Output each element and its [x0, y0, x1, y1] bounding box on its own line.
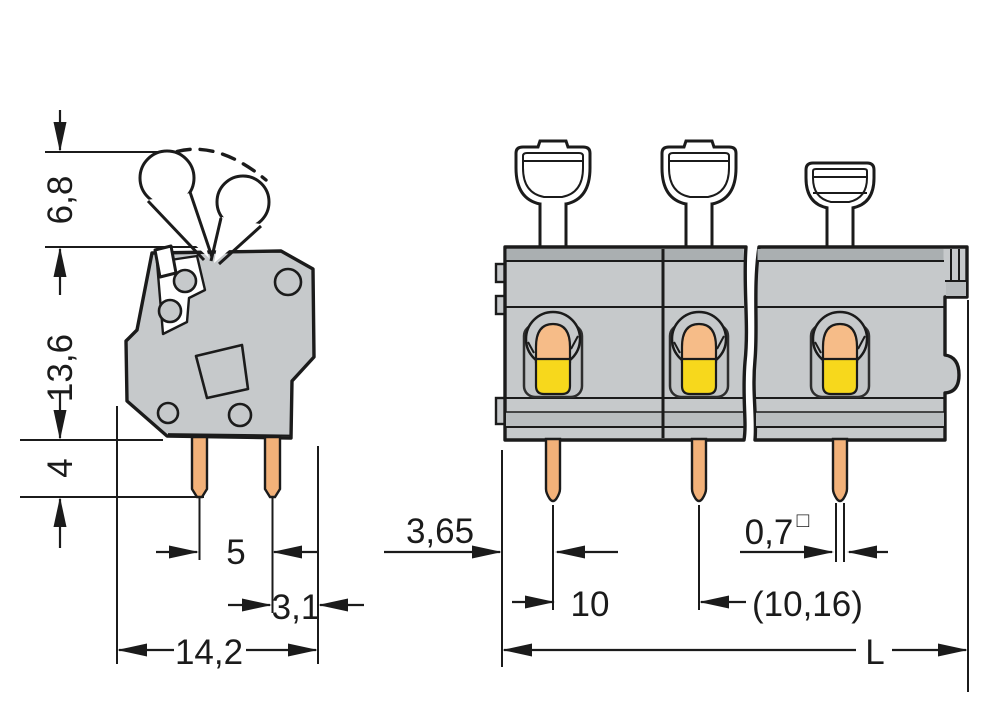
dim-label-overall-depth: 14,2	[175, 633, 243, 672]
dim-label-overall-length: L	[865, 633, 884, 672]
push-button-1	[514, 139, 592, 249]
dim-label-pin-width-square-symbol: □	[797, 509, 810, 532]
front-dimensions: 3,65 10 (10,16) 0,7 □ L	[384, 509, 968, 672]
actuation-lever-open	[138, 149, 214, 262]
dim-label-edge-to-first-pin: 3,65	[406, 512, 474, 551]
dim-label-housing-height: 13,6	[41, 334, 80, 402]
dim-label-lever-travel: 6,8	[41, 176, 80, 225]
dim-label-pin-to-edge: 3,1	[272, 588, 321, 627]
front-solder-pin-3	[831, 437, 849, 503]
front-solder-pin-1	[544, 437, 562, 503]
push-button-2	[660, 139, 738, 249]
wire-entry-3	[809, 310, 871, 399]
wire-entry-1	[522, 310, 584, 399]
side-solder-pins	[190, 435, 282, 499]
push-button-3	[804, 161, 876, 247]
dim-label-pin-length: 4	[41, 458, 80, 477]
dim-label-pin-spacing: 5	[226, 533, 245, 572]
side-extension-lines	[20, 151, 319, 664]
right-end-tab	[945, 249, 967, 296]
front-solder-pin-2	[690, 437, 708, 503]
housing-bands	[505, 249, 944, 438]
actuation-lever-rest	[209, 174, 271, 266]
wire-entry-2	[668, 310, 730, 399]
side-housing-holes	[156, 267, 303, 428]
dim-label-pole-pitch-alt: (10,16)	[752, 585, 863, 624]
side-dimensions: 6,8 13,6 4 5 3,1 14,2	[41, 110, 364, 672]
front-extension-lines	[501, 300, 969, 692]
dim-label-pin-width: 0,7	[745, 513, 794, 552]
side-latch-tab	[153, 244, 178, 279]
dim-label-pole-pitch: 10	[571, 585, 610, 624]
front-view	[494, 139, 969, 692]
side-view	[20, 147, 319, 664]
